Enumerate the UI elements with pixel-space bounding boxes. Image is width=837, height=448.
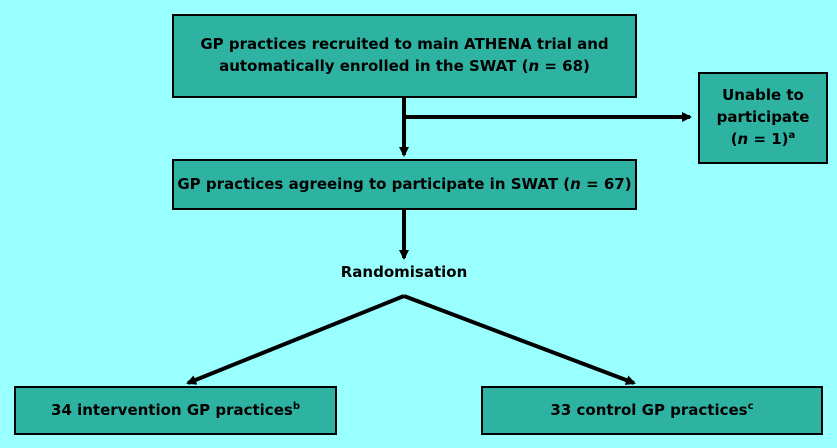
control-text: 33 control GP practicesc (550, 400, 753, 422)
arrow-to-control (403, 294, 636, 385)
unable-line3: (n = 1)a (717, 129, 810, 151)
agreeing-count: = 67) (580, 174, 632, 193)
agreeing-text: GP practices agreeing to participate in … (177, 174, 631, 196)
recruited-count: = 68) (539, 57, 590, 75)
control-label: 33 control GP practices (550, 400, 748, 419)
recruited-box: GP practices recruited to main ATHENA tr… (172, 14, 637, 98)
control-footnote-mark: c (747, 400, 754, 412)
unable-n: n (737, 129, 749, 148)
recruited-line1: GP practices recruited to main ATHENA tr… (200, 35, 609, 54)
unable-footnote-mark: a (788, 129, 796, 141)
unable-paren: ( (730, 129, 738, 148)
intervention-label: 34 intervention GP practices (51, 400, 293, 419)
agreeing-box: GP practices agreeing to participate in … (172, 159, 637, 210)
recruited-n: n (528, 57, 540, 75)
intervention-box: 34 intervention GP practicesb (14, 386, 337, 435)
arrow-to-intervention (186, 294, 405, 385)
intervention-text: 34 intervention GP practicesb (51, 400, 300, 422)
unable-box: Unable to participate (n = 1)a (698, 72, 828, 164)
unable-line1: Unable to (722, 86, 804, 105)
intervention-footnote-mark: b (292, 400, 300, 412)
unable-line2: participate (716, 108, 810, 127)
randomisation-label: Randomisation (340, 263, 468, 281)
control-box: 33 control GP practicesc (481, 386, 823, 435)
agreeing-text-main: GP practices agreeing to participate in … (177, 174, 571, 193)
recruited-line2: automatically enrolled in the SWAT (n = … (200, 56, 608, 78)
agreeing-n: n (570, 174, 581, 193)
recruited-line2-text: automatically enrolled in the SWAT ( (219, 57, 529, 75)
unable-count: = 1) (748, 129, 789, 148)
